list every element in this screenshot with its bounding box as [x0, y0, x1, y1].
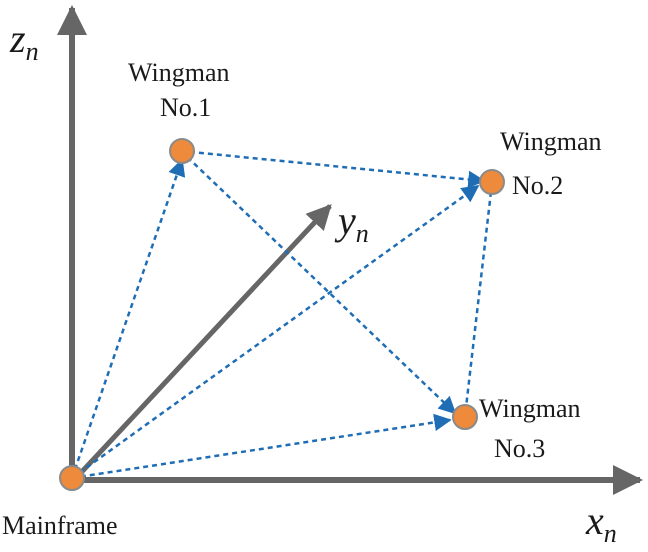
- mainframe-label: Mainframe: [2, 511, 118, 540]
- wingman3-label-line1: Wingman: [479, 394, 581, 423]
- wingman1-node: [169, 138, 195, 164]
- x-axis-symbol: x: [585, 498, 604, 543]
- x-axis-subscript: n: [604, 519, 617, 548]
- wingman3-label-line2: No.3: [494, 434, 545, 463]
- y-axis-label: yn: [334, 198, 369, 248]
- link-mainframe-wingman1: [70, 158, 186, 479]
- y-axis: [74, 204, 332, 480]
- wingman2-label-line2: No.2: [512, 171, 563, 200]
- y-axis-symbol: y: [334, 198, 356, 243]
- link-mainframe-wingman2: [71, 184, 480, 480]
- wingman3-node: [452, 404, 478, 430]
- z-axis-label: zn: [9, 16, 39, 66]
- mainframe-node: [59, 465, 85, 491]
- wingman1-label-line2: No.1: [160, 93, 211, 122]
- x-axis-label: xn: [585, 498, 617, 548]
- z-axis-subscript: n: [26, 37, 39, 66]
- link-wingman1-wingman3: [180, 150, 457, 415]
- wingman2-label-line1: Wingman: [500, 127, 602, 156]
- link-wingman2-wingman3: [463, 182, 494, 417]
- wingman1-label-line1: Wingman: [128, 58, 230, 87]
- wingman2-node: [479, 169, 505, 195]
- z-axis-symbol: z: [9, 16, 26, 61]
- link-wingman1-wingman2: [180, 149, 486, 189]
- y-axis-subscript: n: [356, 219, 369, 248]
- link-mainframe-wingman3: [71, 413, 452, 480]
